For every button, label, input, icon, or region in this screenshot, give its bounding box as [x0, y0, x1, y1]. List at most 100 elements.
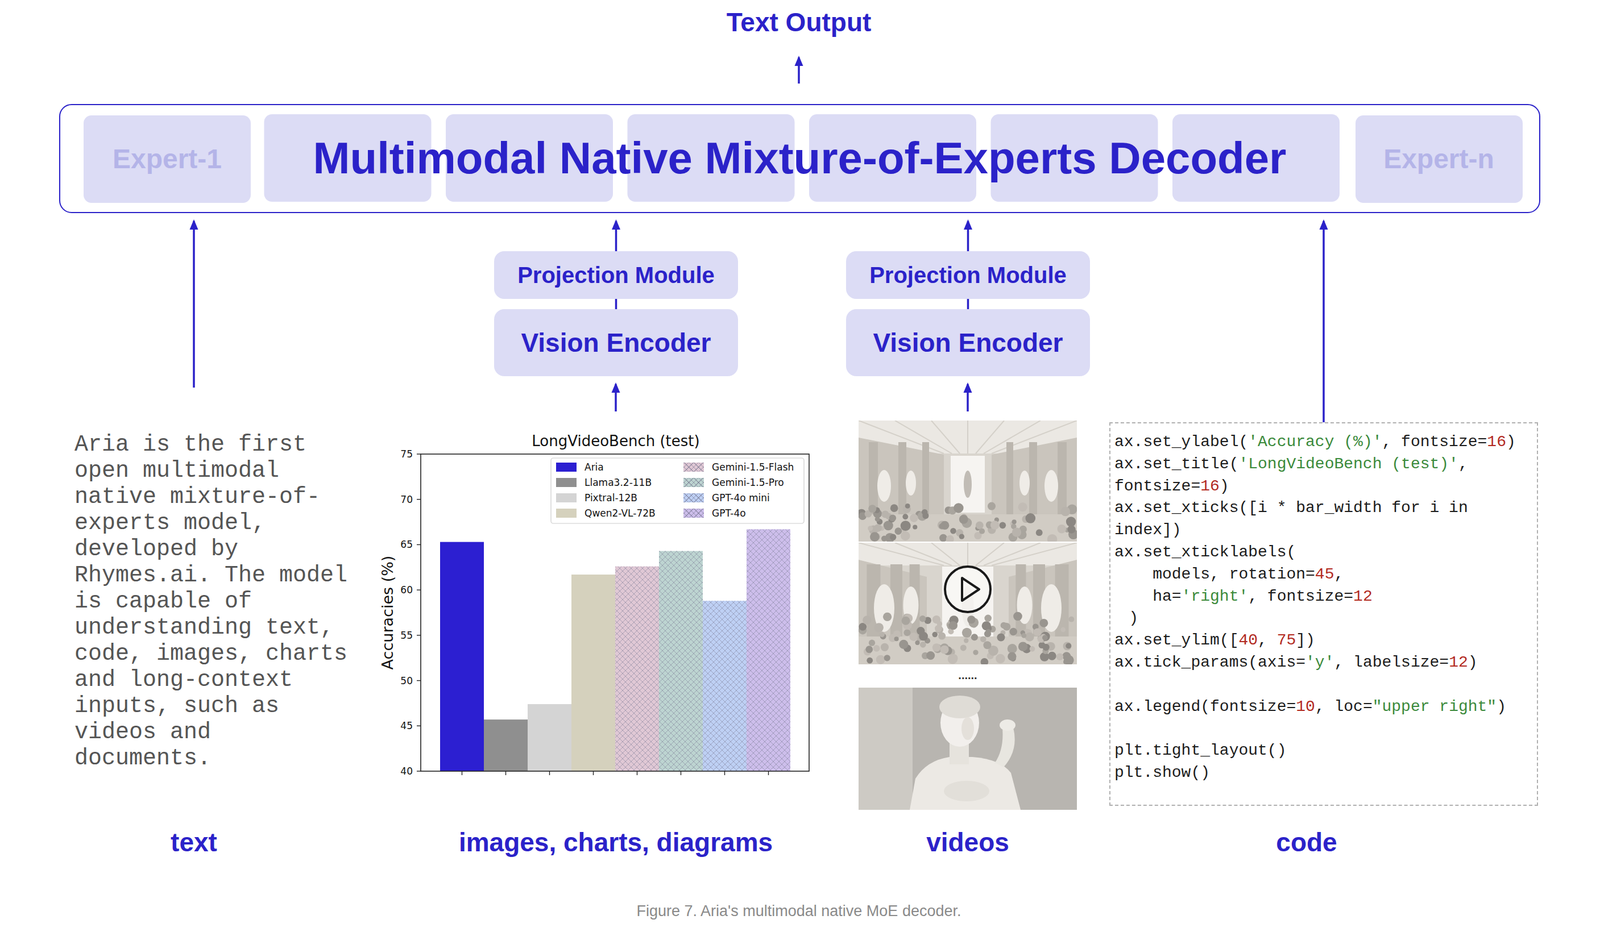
y-tick: [416, 771, 421, 772]
legend-frame: [550, 458, 804, 524]
box-title: Expert-1: [112, 143, 222, 175]
decoder-box: Multimodal Native Mixture-of-Experts Dec…: [59, 104, 1541, 214]
ellipsis-mark: ......: [958, 668, 977, 683]
code-line: ax.set_xticks([i * bar_width for i in in…: [1114, 497, 1533, 542]
chart-bar: [440, 542, 484, 772]
input-paragraph: Aria is the first open multimodal native…: [74, 432, 354, 773]
legend-label: GPT-4o: [711, 507, 746, 520]
legend-swatch: [683, 478, 704, 488]
legend-entry: Qwen2-VL-72B: [556, 506, 656, 521]
box-title: Expert-n: [1383, 143, 1495, 175]
y-tick: [416, 589, 421, 591]
box-title: Projection Module: [869, 262, 1067, 289]
projection-box: Projection Module: [846, 251, 1090, 300]
chart-frame: [420, 454, 810, 772]
modality-label: text: [170, 827, 218, 859]
frame-fade: [858, 420, 1077, 542]
frame-ground: [858, 687, 1077, 811]
code-line: ax.set_ylabel('Accuracy (%)', fontsize=1…: [1114, 431, 1533, 454]
chart-bar: [658, 551, 703, 772]
x-tick: [636, 771, 638, 776]
chart-bar: [527, 704, 572, 772]
frame-fade: [858, 542, 1077, 665]
legend-label: Gemini-1.5-Pro: [711, 477, 785, 489]
connector: [967, 221, 970, 252]
legend-swatch: [556, 508, 577, 518]
legend-label: Qwen2-VL-72B: [584, 507, 656, 520]
y-tick: [416, 680, 421, 682]
legend-swatch: [683, 508, 704, 518]
connector: [615, 299, 618, 310]
code-line: ): [1114, 607, 1533, 630]
tick-label: 65: [400, 539, 413, 551]
legend-label: Gemini-1.5-Flash: [711, 461, 794, 474]
x-tick: [724, 771, 725, 776]
projection-box: Projection Module: [494, 251, 739, 300]
code-line: ax.set_xticklabels(: [1114, 541, 1533, 565]
encoder-box: Vision Encoder: [494, 309, 739, 377]
video-frames: [856, 420, 1079, 811]
x-tick: [680, 771, 682, 776]
legend-entry: Gemini-1.5-Pro: [683, 475, 785, 490]
output-label: Text Output: [726, 6, 872, 39]
code-line: ax.tick_params(axis='y', labelsize=12): [1114, 652, 1533, 675]
connector: [615, 221, 618, 252]
chart-bar: [571, 574, 616, 772]
expert-box: Expert-n: [1355, 115, 1523, 203]
box-title: Vision Encoder: [872, 328, 1063, 359]
chart-bar: [483, 719, 528, 772]
video-frame: [858, 420, 1077, 542]
tick-label: 75: [400, 448, 413, 460]
tick-label: 60: [400, 584, 413, 596]
bar-hatch: [658, 551, 703, 772]
chart-title: LongVideoBench (test): [531, 432, 700, 451]
y-tick: [416, 635, 421, 636]
legend-label: GPT-4o mini: [711, 492, 770, 504]
chart-bar: [615, 566, 659, 772]
connector: [967, 299, 970, 310]
y-tick: [416, 499, 421, 500]
tick-label: 40: [400, 765, 413, 778]
chart-bar: [746, 529, 791, 772]
legend-label: Aria: [584, 461, 604, 474]
y-tick: [416, 726, 421, 727]
legend-swatch: [683, 493, 704, 503]
legend-entry: Aria: [556, 460, 604, 475]
encoder-box: Vision Encoder: [846, 309, 1090, 377]
frame-ground: [858, 420, 1077, 542]
box-title: Vision Encoder: [520, 328, 711, 359]
axis-title: Accuracies (%): [378, 556, 397, 671]
input-arrow: [966, 384, 969, 412]
code-box: ax.set_ylabel('Accuracy (%)', fontsize=1…: [1109, 422, 1539, 807]
video-frame: [858, 687, 1077, 811]
code-line: ha='right', fontsize=12: [1114, 586, 1533, 609]
tick-label: 70: [400, 494, 413, 506]
code-line: ax.set_title('LongVideoBench (test)', fo…: [1114, 453, 1533, 499]
box-title: Multimodal Native Mixture-of-Experts Dec…: [313, 133, 1287, 185]
connector: [1322, 221, 1325, 423]
play-triangle: [962, 578, 980, 601]
input-arrow: [614, 384, 617, 412]
tick-label: 55: [400, 629, 413, 642]
legend-label: Llama3.2-11B: [584, 477, 652, 489]
x-tick: [505, 771, 507, 776]
modality-label: videos: [926, 827, 1010, 859]
legend-entry: GPT-4o: [683, 506, 746, 521]
code-line: plt.show(): [1114, 762, 1533, 785]
legend-entry: Pixtral-12B: [556, 491, 638, 505]
code-line: plt.tight_layout(): [1114, 740, 1533, 763]
bar-hatch: [746, 529, 791, 772]
expert-slots: [264, 114, 1341, 202]
bar-chart: [416, 454, 810, 776]
x-tick: [768, 771, 769, 776]
legend-entry: Llama3.2-11B: [556, 475, 652, 490]
box-title: Projection Module: [517, 262, 715, 289]
y-tick: [416, 453, 421, 455]
x-tick: [461, 771, 463, 776]
input-arrow: [192, 221, 196, 388]
figure-caption: Figure 7. Aria's multimodal native MoE d…: [636, 902, 962, 921]
tick-label: 50: [400, 674, 413, 687]
modality-label: images, charts, diagrams: [458, 827, 773, 859]
legend-swatch: [556, 462, 577, 472]
